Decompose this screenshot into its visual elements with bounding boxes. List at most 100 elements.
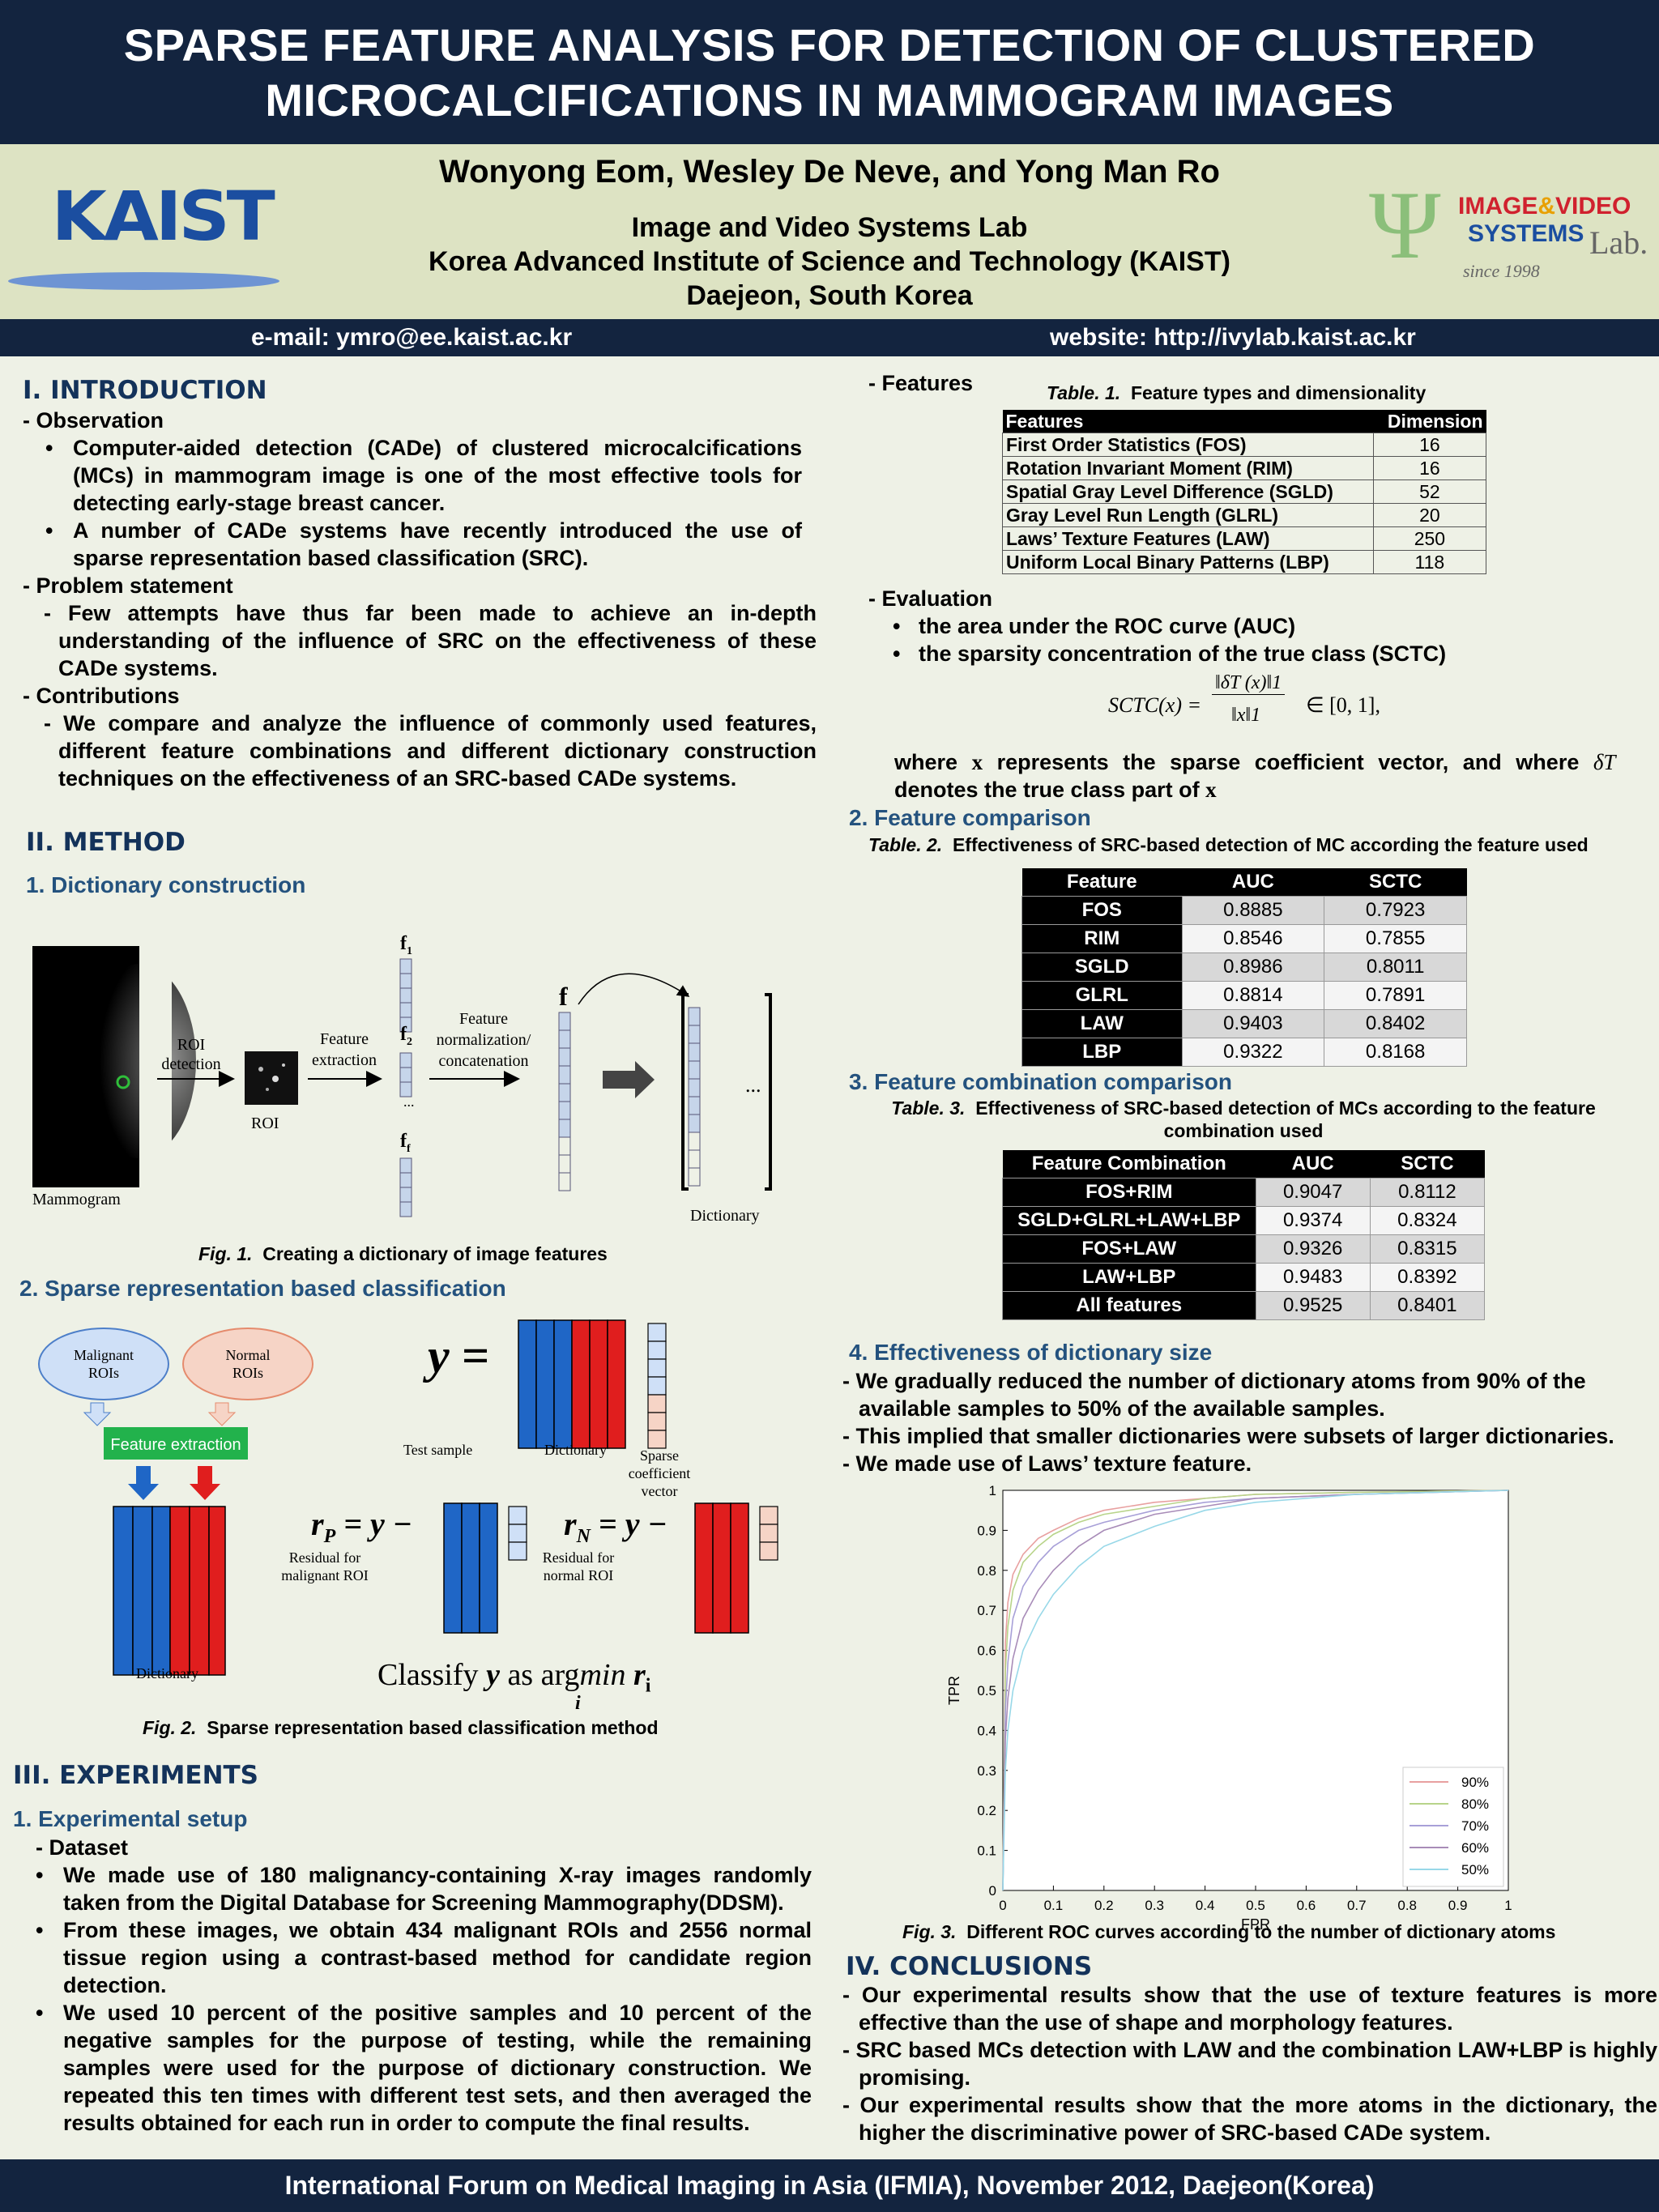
table3-caption-label: Table. 3. (891, 1097, 966, 1119)
roc-y-tick-label: 1 (989, 1483, 996, 1498)
t1-cell: Gray Level Run Length (GLRL) (1002, 503, 1374, 527)
roc-x-tick-label: 0.3 (1145, 1898, 1164, 1913)
where-1: where (894, 750, 958, 774)
roc-legend-label: 80% (1461, 1796, 1489, 1812)
label-normal-2: ROIs (232, 1365, 263, 1381)
label-sparse-1: Sparse (640, 1447, 679, 1464)
table-row: First Order Statistics (FOS)16 (1002, 433, 1487, 457)
label-dictionary: Dictionary (690, 1207, 760, 1225)
kaist-logo-swoosh (8, 272, 279, 290)
classify-equation: Classify y as argmin ri (377, 1657, 650, 1698)
label-sparse-3: vector (641, 1483, 678, 1499)
dictionary-normal (694, 1502, 749, 1634)
src-heading: 2. Sparse representation based classific… (19, 1276, 506, 1301)
table3-caption-text-2: combination used (1163, 1120, 1324, 1141)
eq-rp-r: r (311, 1506, 324, 1542)
label-malignant-2: ROIs (87, 1365, 119, 1381)
t1-cell: First Order Statistics (FOS) (1002, 433, 1374, 457)
intro-heading: I. INTRODUCTION (23, 376, 267, 405)
t1-cell: 20 (1372, 503, 1487, 527)
t2-cell: SGLD (1021, 953, 1183, 982)
label-feat-ext-2: extraction (312, 1051, 377, 1069)
affil-inst: Korea Advanced Institute of Science and … (429, 246, 1230, 277)
t3-cell: 0.8315 (1369, 1234, 1486, 1264)
roc-x-tick-label: 0.9 (1448, 1898, 1468, 1913)
ivy-logo-line1: IMAGE&VIDEO (1458, 193, 1631, 220)
roc-legend: 90%80%70%60%50% (1402, 1767, 1504, 1887)
ivy-image: IMAGE (1458, 193, 1538, 219)
t2-cell: 0.7891 (1324, 981, 1467, 1010)
t3-cell: 0.8112 (1369, 1178, 1486, 1207)
bullet-dot: • (893, 614, 901, 638)
feature-vector-ff (399, 1157, 412, 1217)
exp-bullet-3: We used 10 percent of the positive sampl… (63, 2001, 812, 2135)
label-f2: f2 (400, 1024, 412, 1049)
table-row: Laws’ Texture Features (LAW)250 (1002, 526, 1487, 551)
formula-rhs: ∈ [0, 1], (1306, 693, 1380, 717)
label-normal-1: Normal (225, 1347, 271, 1363)
classify-as: as arg (507, 1658, 580, 1692)
label-norm-2: normalization/ (436, 1031, 531, 1049)
roi-image (245, 1051, 298, 1105)
sparse-vector-normal (759, 1506, 778, 1561)
label-roi-detection-1: ROI (177, 1036, 206, 1054)
t2-cell: 0.8885 (1181, 896, 1325, 925)
email-link[interactable]: e-mail: ymro@ee.kaist.ac.kr (251, 324, 573, 351)
table2-caption-text: Effectiveness of SRC-based detection of … (952, 834, 1589, 855)
fig2-caption: Fig. 2. Sparse representation based clas… (143, 1717, 659, 1739)
dict-size-1: - We gradually reduced the number of dic… (842, 1369, 1586, 1421)
dictionary-mid (518, 1319, 626, 1449)
title-bar: SPARSE FEATURE ANALYSIS FOR DETECTION OF… (0, 0, 1659, 144)
fig2-diagram (38, 1319, 778, 1676)
feature-vector-f (558, 1012, 571, 1138)
t3-cell: 0.9525 (1255, 1291, 1371, 1320)
t1-cell: Uniform Local Binary Patterns (LBP) (1002, 550, 1374, 574)
t3-cell: 0.8401 (1369, 1291, 1486, 1320)
table2-caption-label: Table. 2. (868, 834, 943, 855)
where-delta: δT (1593, 750, 1616, 774)
table1-caption-text: Feature types and dimensionality (1130, 382, 1427, 403)
kaist-logo-text: KAIST (51, 177, 275, 256)
t2-cell: 0.9403 (1181, 1009, 1325, 1038)
email-bar: e-mail: ymro@ee.kaist.ac.kr website: htt… (0, 319, 1659, 356)
roc-y-tick-label: 0.1 (977, 1843, 996, 1859)
roc-y-ticks: 00.10.20.30.40.50.60.70.80.91 (977, 1483, 1008, 1899)
t3-cell: 0.8324 (1369, 1206, 1486, 1235)
fig1-caption-text: Creating a dictionary of image features (262, 1243, 608, 1264)
arrow-red (190, 1466, 220, 1500)
conclusion-2: - SRC based MCs detection with LAW and t… (842, 2038, 1657, 2090)
roc-y-tick-label: 0.7 (977, 1603, 996, 1618)
eq-rn-sub: N (576, 1526, 591, 1547)
dict-size-2: - This implied that smaller dictionaries… (842, 1424, 1614, 1448)
roc-x-tick-label: 0 (999, 1898, 1006, 1913)
label-f: f (559, 982, 568, 1011)
formula-lhs: SCTC(x) = (1108, 693, 1202, 717)
exp-bullet-2: From these images, we obtain 434 maligna… (63, 1918, 812, 1997)
feature-vector-f1 (399, 958, 412, 1033)
conclusions-heading: IV. CONCLUSIONS (846, 1952, 1093, 1981)
dictionary-column (688, 1007, 701, 1133)
roc-series-line (1002, 1490, 1509, 1891)
t2-cell: 0.8168 (1324, 1038, 1467, 1067)
big-arrow-icon (603, 1061, 655, 1098)
label-f2-letter: f (400, 1024, 407, 1045)
feature-combination-heading: 3. Feature combination comparison (849, 1069, 1232, 1094)
roc-y-tick-label: 0.4 (977, 1723, 996, 1738)
t3-cell: All features (1002, 1291, 1256, 1320)
roc-y-tick-label: 0.3 (977, 1763, 996, 1779)
t2-cell: 0.9322 (1181, 1038, 1325, 1067)
classify-word: Classify (377, 1658, 479, 1692)
label-f2-sub: 2 (407, 1035, 412, 1048)
website-link[interactable]: website: http://ivylab.kaist.ac.kr (1050, 324, 1416, 351)
sparse-vector-malignant (508, 1506, 527, 1561)
t1-cell: Spatial Gray Level Difference (SGLD) (1002, 479, 1374, 504)
